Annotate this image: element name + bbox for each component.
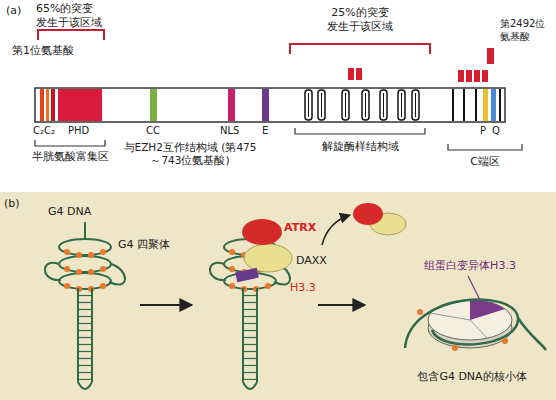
domain-name: E bbox=[262, 125, 268, 138]
structure-label: 包含G4 DNA的核小体 bbox=[417, 370, 526, 384]
region-name: 与EZH2互作结构域 (第475～743位氨基酸) bbox=[120, 141, 260, 167]
domain-name: C₂C₂ bbox=[33, 125, 55, 138]
structure-label: G4 四聚体 bbox=[118, 238, 170, 252]
mutation-note: 25%的突变 发生于该区域 bbox=[319, 6, 401, 34]
panel-letter: (b) bbox=[4, 197, 20, 211]
protein-label: ATRX bbox=[284, 221, 316, 235]
panel-letter: (a) bbox=[6, 4, 21, 18]
domain-name: CC bbox=[146, 125, 160, 138]
region-name: 解旋酶样结构域 bbox=[322, 140, 399, 154]
domain-name: P bbox=[480, 125, 486, 138]
protein-label: H3.3 bbox=[290, 281, 316, 295]
residue-label: 第2492位 氨基酸 bbox=[500, 18, 552, 43]
mutation-note: 65%的突变 发生于该区域 bbox=[36, 2, 118, 30]
protein-label: 组蛋白变异体H3.3 bbox=[424, 259, 516, 273]
region-name: C端区 bbox=[470, 155, 500, 169]
residue-label: 第1位氨基酸 bbox=[12, 44, 74, 58]
domain-name: NLS bbox=[220, 125, 239, 138]
structure-label: G4 DNA bbox=[48, 205, 91, 219]
protein-label: DAXX bbox=[296, 254, 327, 268]
domain-name: PHD bbox=[68, 125, 89, 138]
region-name: 半胱氨酸富集区 bbox=[32, 150, 109, 164]
domain-name: Q bbox=[492, 125, 500, 138]
